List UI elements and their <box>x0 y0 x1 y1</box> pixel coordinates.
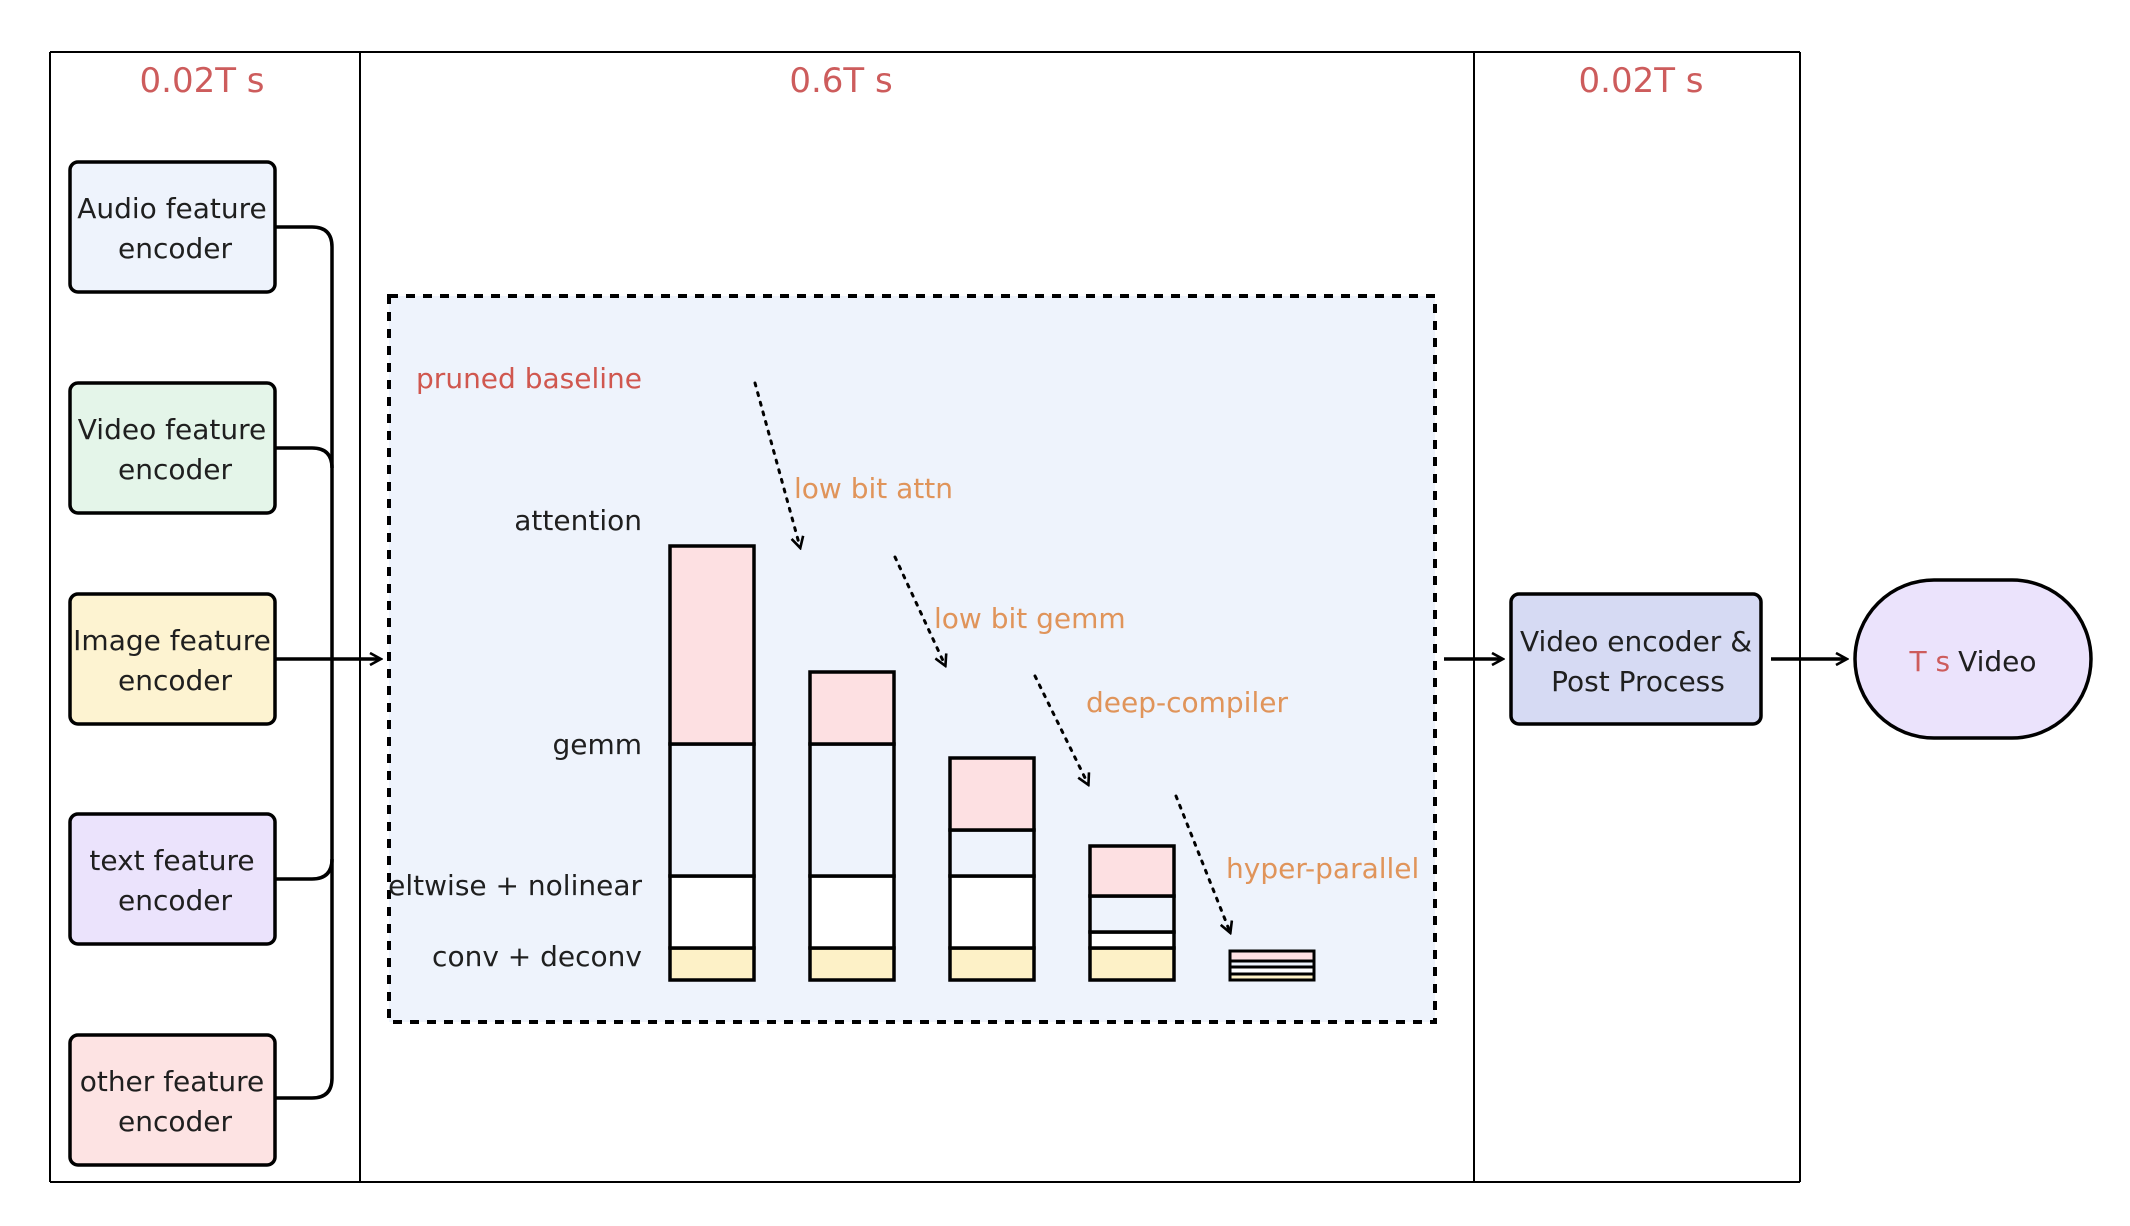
encoder-video-line1: Video feature <box>78 413 266 446</box>
bar-1-eltwise-segment <box>668 874 756 950</box>
step-arrows <box>753 381 1230 932</box>
step-arrow-1 <box>753 381 800 547</box>
encoder-image-line2: encoder <box>118 664 232 697</box>
encoder-image-box <box>68 592 277 726</box>
stacked-bar-5 <box>1228 949 1316 982</box>
bar-2-conv-segment <box>808 946 896 982</box>
encoder-audio-line2: encoder <box>118 232 232 265</box>
bar-1-gemm-segment <box>668 742 756 878</box>
bar-3-attention-segment <box>948 756 1036 832</box>
category-label-gemm: gemm <box>552 728 642 761</box>
stacked-bar-4 <box>1088 844 1176 982</box>
category-label-eltwise: eltwise + nolinear <box>388 869 642 902</box>
bar-2-gemm-segment <box>808 742 896 878</box>
encoder-other-line2: encoder <box>118 1105 232 1138</box>
bar-4-gemm-segment <box>1088 894 1176 934</box>
encoder-image-line1: Image feature <box>73 624 271 657</box>
bar-4-eltwise-segment <box>1088 930 1176 950</box>
optimization-region <box>387 294 1437 1024</box>
encoder-other-line1: other feature <box>80 1065 265 1098</box>
encoder-text: text feature encoder <box>68 812 277 946</box>
encoder-other-box <box>68 1033 277 1167</box>
step-label-deep-compiler: deep-compiler <box>1086 686 1288 719</box>
encoder-text-box <box>68 812 277 946</box>
encoder-audio-box <box>68 160 277 294</box>
bar-4-attention-segment <box>1088 844 1176 898</box>
section-2-timing: 0.6T s <box>789 61 892 101</box>
encoder-audio: Audio feature encoder <box>68 160 277 294</box>
encoder-audio-line1: Audio feature <box>77 192 267 225</box>
section-frame <box>49 51 1801 1183</box>
category-label-attention: attention <box>514 504 642 537</box>
bar-3-gemm-segment <box>948 828 1036 878</box>
stacked-bar-3 <box>948 756 1036 982</box>
bar-5-attention-segment <box>1228 949 1316 963</box>
baseline-label: pruned baseline <box>416 362 642 395</box>
step-arrow-4 <box>1174 794 1230 932</box>
encoder-video-box <box>68 381 277 515</box>
stacked-bar-2 <box>808 670 896 982</box>
step-label-hyper-parallel: hyper-parallel <box>1226 852 1419 885</box>
output-video-pill <box>1853 578 2093 740</box>
post-process-box <box>1509 592 1763 726</box>
bar-3-conv-segment <box>948 946 1036 982</box>
encoder-other: other feature encoder <box>68 1033 277 1167</box>
output-duration: T s <box>1908 645 1950 678</box>
step-label-low-bit-gemm: low bit gemm <box>934 602 1126 635</box>
step-arrow-3 <box>1033 674 1088 784</box>
post-process: Video encoder & Post Process <box>1509 592 1763 726</box>
encoder-image: Image feature encoder <box>68 592 277 726</box>
section-3-timing: 0.02T s <box>1579 61 1704 101</box>
post-process-line1: Video encoder & <box>1520 625 1752 658</box>
stacked-bars <box>668 544 1316 982</box>
bar-1-conv-segment <box>668 946 756 982</box>
bar-3-eltwise-segment <box>948 874 1036 950</box>
bar-2-eltwise-segment <box>808 874 896 950</box>
section-1-timing: 0.02T s <box>140 61 265 101</box>
post-process-line2: Post Process <box>1551 665 1725 698</box>
output-text: Video <box>1958 645 2036 678</box>
step-arrow-2 <box>893 555 945 665</box>
stacked-bar-1 <box>668 544 756 982</box>
category-label-conv: conv + deconv <box>432 940 642 973</box>
bar-1-attention-segment <box>668 544 756 746</box>
step-label-low-bit-attn: low bit attn <box>794 472 953 505</box>
bar-2-attention-segment <box>808 670 896 746</box>
encoder-video: Video feature encoder <box>68 381 277 515</box>
bar-4-conv-segment <box>1088 946 1176 982</box>
encoder-video-line2: encoder <box>118 453 232 486</box>
encoder-text-line2: encoder <box>118 884 232 917</box>
encoder-merge-connector <box>276 225 334 1100</box>
encoder-text-line1: text feature <box>89 844 254 877</box>
